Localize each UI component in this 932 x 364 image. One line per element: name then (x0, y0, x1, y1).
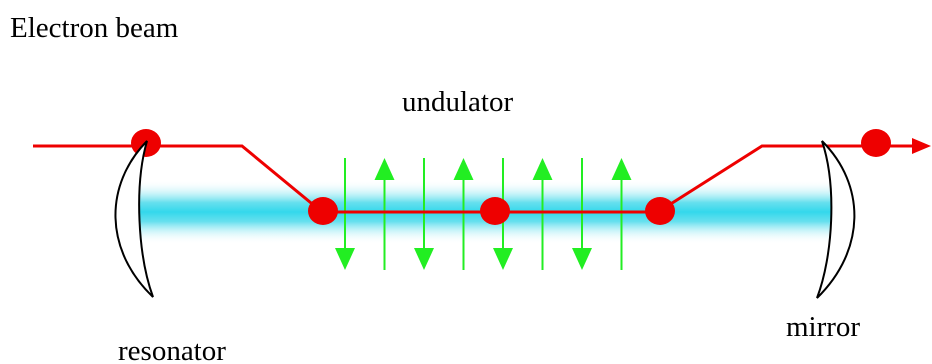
electron-dot-icon (308, 197, 338, 225)
electron-dot-icon (861, 129, 891, 157)
field-arrow-up-icon (374, 158, 395, 270)
mirror-label: mirror (786, 311, 860, 343)
field-arrow-down-icon (572, 158, 592, 270)
title-label: Electron beam (10, 12, 179, 44)
field-arrow-up-icon (453, 158, 474, 270)
field-arrow-down-icon (335, 158, 355, 270)
beam-arrowhead-icon (912, 138, 931, 154)
mirror-right (816, 140, 856, 299)
electron-dot-icon (645, 197, 675, 225)
field-arrow-down-icon (414, 158, 434, 270)
electron-dot-icon (480, 197, 510, 225)
field-arrow-up-icon (611, 158, 632, 270)
undulator-field-arrows (335, 158, 632, 270)
concave-mirror-left-icon (114, 140, 154, 298)
concave-mirror-right-icon (816, 140, 856, 299)
mirror-left (114, 140, 154, 298)
electrons (131, 129, 891, 225)
field-arrow-up-icon (532, 158, 553, 270)
undulator-label: undulator (402, 86, 513, 118)
resonator-label: resonator (118, 335, 226, 364)
